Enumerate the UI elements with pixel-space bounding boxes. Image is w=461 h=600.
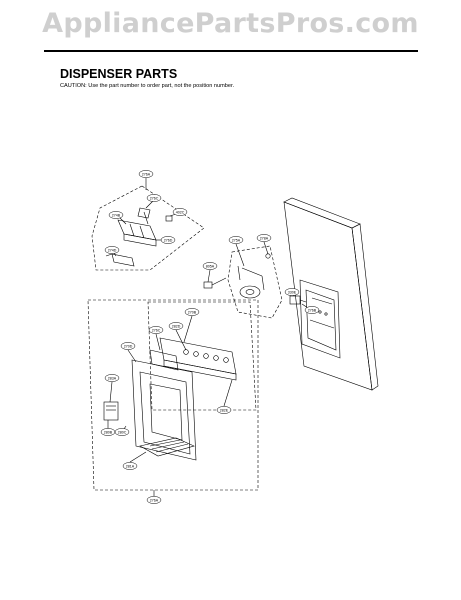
lever-part: [137, 207, 151, 225]
callout-270d: 270D: [124, 344, 133, 348]
callout-276a-top: 276A: [142, 172, 151, 176]
bracket-lower: [105, 253, 135, 267]
small-switch: [165, 215, 173, 222]
small-gear: [265, 253, 271, 259]
side-solenoid: [289, 295, 307, 305]
dispenser-frame: [131, 359, 197, 461]
caution-note: CAUTION: Use the part number to order pa…: [60, 83, 235, 89]
callout-281a: 281A: [126, 464, 135, 468]
panel-group-outline: [147, 301, 257, 411]
callout-402c: 402C: [176, 210, 185, 214]
door-panel: [283, 197, 379, 391]
side-group-outline: [227, 245, 283, 319]
control-panel: [159, 337, 237, 381]
callout-282d: 282D: [172, 324, 181, 328]
filter-label: [103, 401, 119, 421]
callout-274d: 274D: [108, 248, 117, 252]
callout-278a: 278A: [260, 236, 269, 240]
site-watermark: AppliancePartsPros.com: [42, 8, 419, 39]
callout-276c: 276C: [150, 196, 159, 200]
motor-assembly: [237, 265, 265, 299]
header-rule: [44, 50, 418, 52]
callout-276a-bottom: 276A: [150, 498, 159, 502]
callout-282e: 282E: [220, 408, 229, 412]
callout-280c: 280C: [118, 430, 127, 434]
callout-805a: 805A: [206, 264, 215, 268]
connector-part: [203, 277, 227, 289]
panel-cover: [149, 349, 179, 371]
callout-274b: 274B: [112, 213, 121, 217]
callout-275a: 275A: [232, 238, 241, 242]
callout-276d: 276D: [164, 238, 173, 242]
callout-276c-low: 276C: [152, 328, 161, 332]
callout-270b: 270B: [188, 310, 197, 314]
frame-group-outline: [87, 299, 259, 491]
drip-tray: [139, 437, 195, 457]
upper-group-outline: [91, 185, 205, 271]
section-title: DISPENSER PARTS: [60, 67, 178, 81]
callout-276b: 276B: [308, 308, 317, 312]
callout-283a: 283A: [108, 376, 117, 380]
callout-280b: 280B: [104, 430, 113, 434]
callout-330e: 330E: [288, 290, 297, 294]
bucket-bracket: [117, 219, 157, 247]
